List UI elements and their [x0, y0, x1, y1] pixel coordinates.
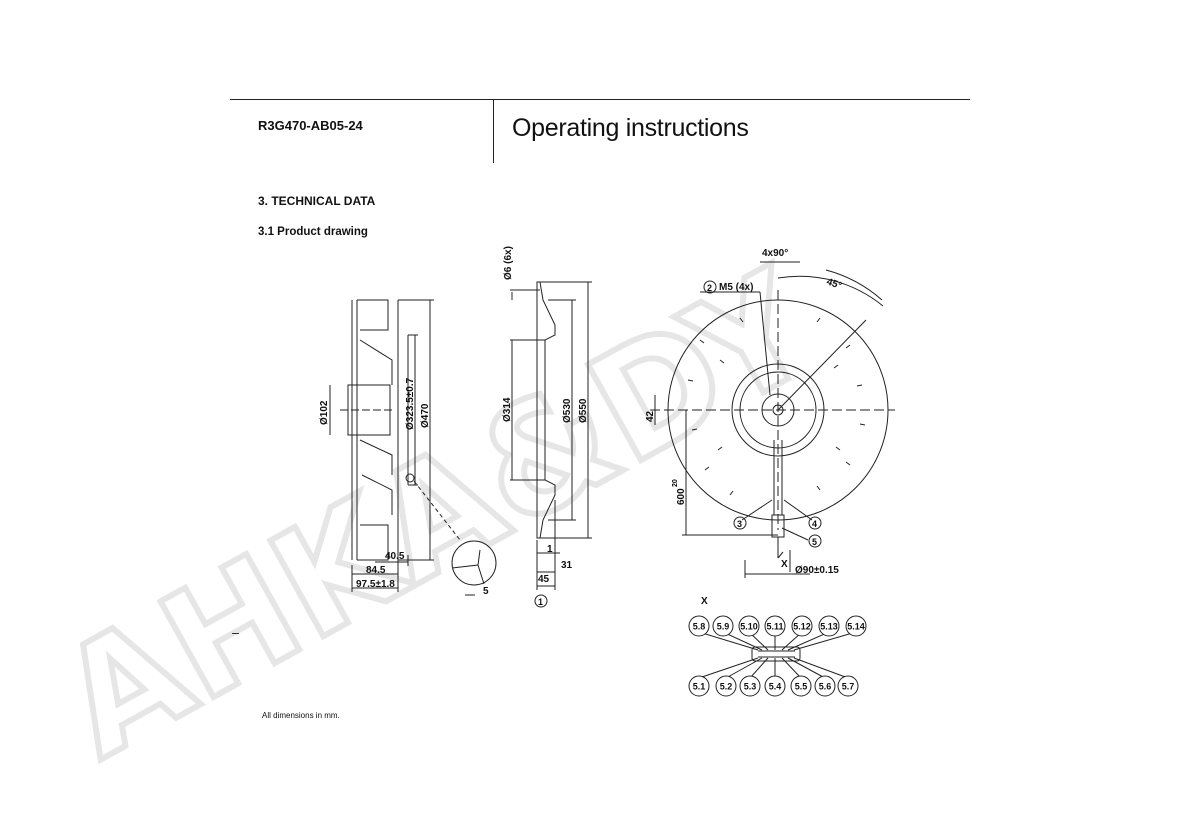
front-view — [650, 261, 895, 578]
callout-3: 3 — [737, 519, 742, 529]
connector-bottom-pin-circle — [790, 675, 812, 697]
connector-bottom-pin-label: 5.5 — [795, 682, 808, 692]
connector-bottom-pin-label: 5.1 — [693, 682, 706, 692]
connector-bottom-pin-circle — [688, 675, 710, 697]
header-rule — [230, 99, 970, 100]
side-view — [329, 299, 497, 596]
dim-550: Ø550 — [578, 398, 589, 423]
connector-view-label: X — [701, 596, 708, 607]
front-view-labels: 4x90° 45° 2 M5 (4x) 42 600 20 3 4 5 X Ø9… — [645, 248, 843, 576]
connector-bottom-pins: 5.1 5.2 5.3 5.4 5.5 5.6 5.7 — [688, 675, 859, 697]
connector-bottom-pin-circle — [814, 675, 836, 697]
connector-bottom-pin-label: 5.3 — [744, 682, 757, 692]
dim-detail-5: 5 — [483, 586, 489, 597]
connector-top-pin-label: 5.11 — [766, 622, 783, 632]
subsection-heading: 3.1 Product drawing — [258, 226, 368, 238]
connector-top-pin-circle — [688, 615, 710, 637]
dim-1: 1 — [547, 544, 553, 555]
dim-cable-diameter: Ø90±0.15 — [795, 565, 839, 576]
dim-wheel-diameter: Ø470 — [420, 403, 431, 428]
connector-bottom-pin-label: 5.7 — [842, 682, 855, 692]
watermark-text: AHKA&DY — [33, 237, 843, 791]
dim-45-deg: 45° — [825, 276, 843, 292]
footnote: All dimensions in mm. — [262, 711, 340, 720]
dim-31: 31 — [561, 560, 573, 571]
connector-bottom-pin-circle — [837, 675, 859, 697]
connector-top-pin-circle — [764, 615, 786, 637]
dim-530: Ø530 — [562, 398, 573, 423]
connector-top-pin-circle — [845, 615, 867, 637]
view-marker-x: X — [781, 559, 788, 570]
callout-4: 4 — [812, 519, 817, 529]
section-heading: 3. TECHNICAL DATA — [258, 194, 376, 208]
callout-5: 5 — [812, 537, 817, 547]
connector-bottom-pin-label: 5.6 — [819, 682, 832, 692]
connector-top-pin-circle — [791, 615, 813, 637]
dim-hub-diameter: Ø102 — [319, 400, 330, 425]
dim-cable-tol: 20 — [672, 479, 679, 487]
callout-1: 1 — [538, 597, 543, 607]
connector-bottom-pin-label: 5.2 — [720, 682, 733, 692]
watermark: AHKA&DY — [30, 234, 846, 794]
connector-top-pin-label: 5.10 — [740, 622, 758, 632]
connector-top-pins: 5.8 5.9 5.10 5.11 5.12 5.13 5.14 — [688, 615, 867, 637]
connector-top-pin-label: 5.12 — [793, 622, 811, 632]
connector-top-pin-label: 5.8 — [693, 622, 706, 632]
section-view — [510, 281, 592, 608]
connector-bottom-pin-circle — [739, 675, 761, 697]
connector-bottom-pin-circle — [715, 675, 737, 697]
dim-97-5: 97.5±1.8 — [356, 579, 395, 590]
dim-40-5: 40.5 — [385, 551, 405, 562]
dim-84-5: 84.5 — [366, 565, 386, 576]
side-view-labels: Ø102 Ø323.5±0.7 Ø470 40.5 84.5 97.5±1.8 … — [319, 377, 489, 597]
connector-top-pin-circle — [712, 615, 734, 637]
section-view-labels: Ø6 (6x) Ø314 Ø530 Ø550 1 31 45 1 — [502, 246, 589, 607]
dim-inlet-diameter: Ø323.5±0.7 — [405, 377, 416, 430]
connector-bottom-pin-label: 5.4 — [769, 682, 782, 692]
callout-2: 2 — [707, 283, 712, 293]
dim-314: Ø314 — [502, 397, 513, 422]
connector-top-pin-label: 5.9 — [717, 622, 730, 632]
connector-top-pin-circle — [738, 615, 760, 637]
margin-mark — [232, 633, 239, 634]
dim-4x90: 4x90° — [762, 248, 788, 259]
dim-45: 45 — [538, 574, 550, 585]
header-divider — [493, 99, 494, 163]
model-number: R3G470-AB05-24 — [258, 118, 363, 133]
connector-top-pin-label: 5.13 — [820, 622, 838, 632]
connector-top-pin-label: 5.14 — [847, 622, 865, 632]
dim-cable-length: 600 — [676, 488, 687, 505]
connector-bottom-pin-circle — [764, 675, 786, 697]
dim-thread: M5 (4x) — [719, 282, 753, 293]
document-title: Operating instructions — [512, 114, 749, 142]
dim-hole-diameter: Ø6 (6x) — [503, 246, 514, 280]
connector-detail — [698, 631, 857, 679]
dim-42: 42 — [645, 410, 656, 422]
connector-top-pin-circle — [818, 615, 840, 637]
